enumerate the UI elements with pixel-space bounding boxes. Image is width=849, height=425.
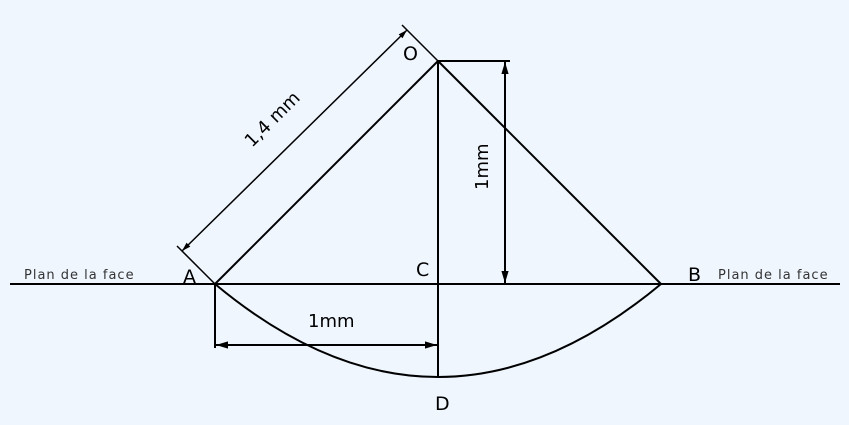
segment-OB <box>437 60 662 285</box>
dim-line-radius <box>181 29 408 252</box>
point-label-C: C <box>416 259 429 281</box>
arc-ADB <box>214 283 662 378</box>
dim-ext-A <box>176 245 216 285</box>
dim-ext-O <box>401 24 439 62</box>
segment-OA <box>214 60 439 285</box>
point-label-A: A <box>183 266 196 288</box>
face-plane-label-right: Plan de la face <box>718 268 829 283</box>
point-label-O: O <box>403 43 418 65</box>
face-plane-label-left: Plan de la face <box>24 268 135 283</box>
dim-text-width: 1mm <box>308 311 355 332</box>
dim-text-radius: 1,4 mm <box>241 88 305 152</box>
point-label-D: D <box>435 393 450 415</box>
dim-text-height: 1mm <box>472 143 493 190</box>
point-label-B: B <box>688 264 701 286</box>
